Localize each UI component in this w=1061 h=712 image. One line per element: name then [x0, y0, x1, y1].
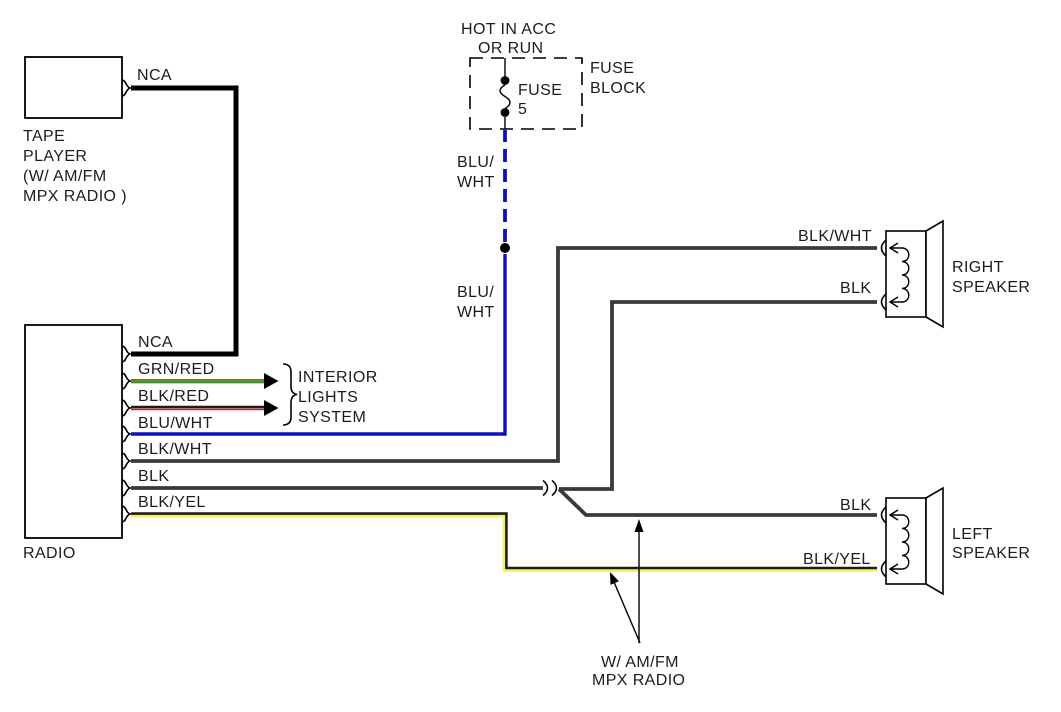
left-speaker-wire-top-label: BLK	[840, 497, 871, 514]
connector-icon	[880, 560, 887, 578]
fuse-label-line: 5	[518, 101, 527, 118]
connector-icon	[121, 479, 133, 497]
radio-component: RADIO NCA GRN/RED BLK/RED BLU/WHT BLK/WH…	[23, 324, 215, 562]
speaker-cone-icon	[925, 486, 944, 596]
right-speaker-wire-bottom-label: BLK	[840, 280, 871, 297]
tape-player-label-line: TAPE	[23, 128, 65, 145]
fuse-block-component: HOT IN ACC OR RUN FUSE 5 FUSE BLOCK	[461, 21, 646, 130]
radio-terminal-label-blk: BLK	[138, 468, 169, 485]
speaker-coil-icon	[901, 247, 910, 303]
annotation-label-line: MPX RADIO	[592, 672, 685, 689]
speaker-lead-arrow-icon	[888, 509, 902, 521]
connector-icon	[880, 293, 887, 311]
arrow-right-icon	[264, 400, 279, 416]
wire-blk-to-right-speaker	[559, 300, 877, 491]
speaker-cone-icon	[925, 219, 944, 329]
left-speaker-component: BLK BLK/YEL LEFT SPEAKER	[803, 486, 1030, 596]
speaker-coil-icon	[901, 514, 910, 570]
tape-player-box	[24, 56, 123, 119]
tape-player-component: TAPE PLAYER (W/ AM/FM MPX RADIO ) NCA	[23, 56, 172, 205]
radio-box	[24, 324, 123, 539]
speaker-lead-arrow-icon	[888, 242, 902, 254]
wire-blk-to-left-speaker	[557, 487, 877, 517]
splice-dot-icon	[500, 243, 510, 253]
tape-player-label-line: PLAYER	[23, 148, 87, 165]
radio-terminal-label-nca: NCA	[138, 334, 173, 351]
connector-icon	[121, 79, 133, 97]
inline-connector-icon	[542, 479, 549, 497]
connector-icon	[121, 345, 133, 363]
wire-blu-wht	[131, 254, 507, 436]
right-speaker-label-line: RIGHT	[952, 259, 1004, 276]
arrow-up-left-icon	[610, 572, 619, 585]
connector-icon	[121, 372, 133, 390]
tape-player-label-line: MPX RADIO )	[23, 188, 127, 205]
radio-terminal-label-grn-red: GRN/RED	[138, 361, 215, 378]
radio-terminal-label-blk-yel: BLK/YEL	[138, 494, 206, 511]
speaker-lead-arrow-icon	[888, 296, 902, 308]
left-speaker-label-line: LEFT	[952, 526, 993, 543]
wire-label-blu-wht-upper: WHT	[457, 174, 495, 191]
connector-icon	[121, 505, 133, 523]
interior-lights-label-line: SYSTEM	[298, 409, 366, 426]
wire-label-blu-wht-lower: WHT	[457, 304, 495, 321]
connector-icon	[880, 506, 887, 524]
connector-icon	[121, 425, 133, 443]
connector-icon	[121, 399, 133, 417]
right-speaker-component: BLK/WHT BLK RIGHT SPEAKER	[798, 219, 1030, 329]
fuse-block-label-line: BLOCK	[590, 80, 646, 97]
blu-wht-circuit: BLU/ WHT BLU/ WHT	[131, 130, 510, 436]
radio-terminal-label-blk-wht: BLK/WHT	[138, 441, 212, 458]
wire-blk-yel-stripe	[131, 514, 877, 572]
wire-blk-yel	[131, 512, 877, 570]
fuse-element-icon	[499, 84, 511, 110]
left-speaker-wire-bottom-label: BLK/YEL	[803, 551, 871, 568]
wire-label-blu-wht-upper: BLU/	[457, 154, 494, 171]
right-speaker-label-line: SPEAKER	[952, 279, 1030, 296]
wire-label-blu-wht-lower: BLU/	[457, 284, 494, 301]
interior-lights-label-line: LIGHTS	[298, 389, 358, 406]
power-source-label-line: HOT IN ACC	[461, 21, 556, 38]
wire-blk-wht	[131, 246, 877, 463]
radio-terminal-label-blk-red: BLK/RED	[138, 388, 209, 405]
arrow-right-icon	[264, 373, 279, 389]
speaker-lead-arrow-icon	[888, 563, 902, 575]
tape-player-label-line: (W/ AM/FM	[23, 168, 107, 185]
fuse-terminal-dot-icon	[500, 76, 510, 85]
callout-arrow-shaft	[613, 581, 641, 644]
annotation-label-line: W/ AM/FM	[601, 654, 679, 671]
interior-lights-wires: INTERIOR LIGHTS SYSTEM	[131, 363, 378, 426]
fuse-block-box	[469, 57, 583, 130]
interior-lights-label-line: INTERIOR	[298, 369, 378, 386]
left-speaker-label-line: SPEAKER	[952, 545, 1030, 562]
tape-player-terminal-label: NCA	[137, 67, 172, 84]
annotation-callout: W/ AM/FM MPX RADIO	[592, 519, 685, 689]
inline-connector-icon	[551, 479, 558, 497]
power-source-label-line: OR RUN	[478, 40, 544, 57]
fuse-label-line: FUSE	[518, 82, 562, 99]
radio-terminal-label-blu-wht: BLU/WHT	[138, 415, 213, 432]
brace-icon	[282, 363, 298, 426]
fuse-block-label-line: FUSE	[590, 60, 634, 77]
fuse-terminal-dot-icon	[500, 108, 510, 117]
radio-label: RADIO	[23, 545, 76, 562]
connector-icon	[121, 452, 133, 470]
arrow-up-icon	[634, 519, 644, 532]
blk-yel-circuit	[131, 512, 877, 572]
wire-nca	[131, 85, 239, 357]
right-speaker-wire-top-label: BLK/WHT	[798, 228, 872, 245]
connector-icon	[880, 239, 887, 257]
blk-ground-circuit	[131, 300, 877, 517]
